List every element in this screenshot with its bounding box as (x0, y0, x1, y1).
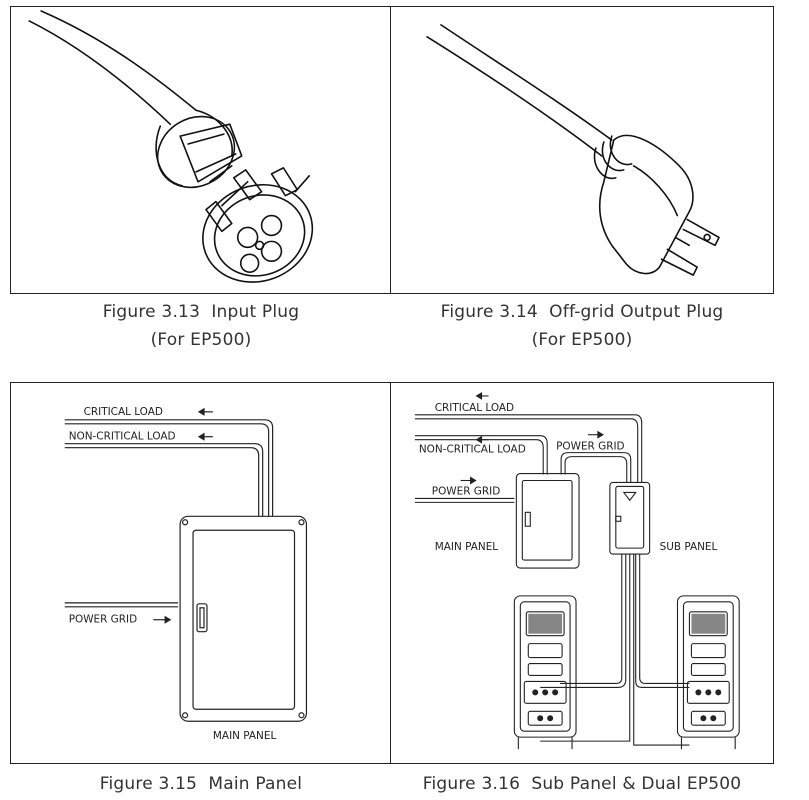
critical-load-label: CRITICAL LOAD (84, 406, 163, 418)
figure-3-15-title-line: Figure 3.15 Main Panel (10, 770, 392, 798)
figure-3-13-caption: Figure 3.13 Input Plug (For EP500) (10, 298, 392, 354)
figure-number: Figure 3.15 (99, 774, 198, 794)
figure-3-13-title-line: Figure 3.13 Input Plug (10, 298, 392, 326)
figure-3-16-image: CRITICAL LOAD NON-CRITICAL LOAD POWER GR… (390, 382, 774, 764)
figure-title: Input Plug (211, 302, 300, 322)
non-critical-load-label: NON-CRITICAL LOAD (69, 431, 176, 443)
main-panel-label: MAIN PANEL (213, 730, 277, 742)
figure-3-16-caption: Figure 3.16 Sub Panel & Dual EP500 (390, 770, 774, 798)
figure-number: Figure 3.16 (422, 774, 521, 794)
input-plug-illustration (28, 10, 314, 283)
figure-3-15-image: CRITICAL LOAD NON-CRITICAL LOAD POWER GR… (10, 382, 392, 764)
main-panel-label: MAIN PANEL (435, 541, 499, 553)
figure-3-13-image (10, 6, 392, 294)
power-grid-left-label: POWER GRID (432, 485, 500, 497)
figure-3-15-caption: Figure 3.15 Main Panel (10, 770, 392, 798)
main-panel-diagram: CRITICAL LOAD NON-CRITICAL LOAD POWER GR… (64, 406, 308, 742)
figure-title: Main Panel (208, 774, 303, 794)
figure-subtitle: (For EP500) (531, 330, 633, 350)
power-grid-top-label: POWER GRID (556, 441, 624, 453)
figure-3-16-title-line: Figure 3.16 Sub Panel & Dual EP500 (390, 770, 774, 798)
figure-subtitle: (For EP500) (150, 330, 252, 350)
sub-panel-label: SUB PANEL (660, 541, 718, 553)
figure-number: Figure 3.13 (102, 302, 201, 322)
critical-load-label: CRITICAL LOAD (435, 402, 514, 414)
figure-3-14-title-line: Figure 3.14 Off-grid Output Plug (390, 298, 774, 326)
non-critical-load-label: NON-CRITICAL LOAD (419, 444, 526, 456)
figure-number: Figure 3.14 (440, 302, 538, 322)
figure-title: Sub Panel & Dual EP500 (531, 774, 742, 794)
output-plug-illustration (426, 24, 720, 276)
figure-title: Off-grid Output Plug (549, 302, 724, 322)
sub-panel-dual-ep500-diagram: CRITICAL LOAD NON-CRITICAL LOAD POWER GR… (414, 391, 740, 750)
figure-3-14-image (390, 6, 774, 294)
figure-3-14-caption: Figure 3.14 Off-grid Output Plug (For EP… (390, 298, 774, 354)
power-grid-label: POWER GRID (69, 614, 137, 626)
